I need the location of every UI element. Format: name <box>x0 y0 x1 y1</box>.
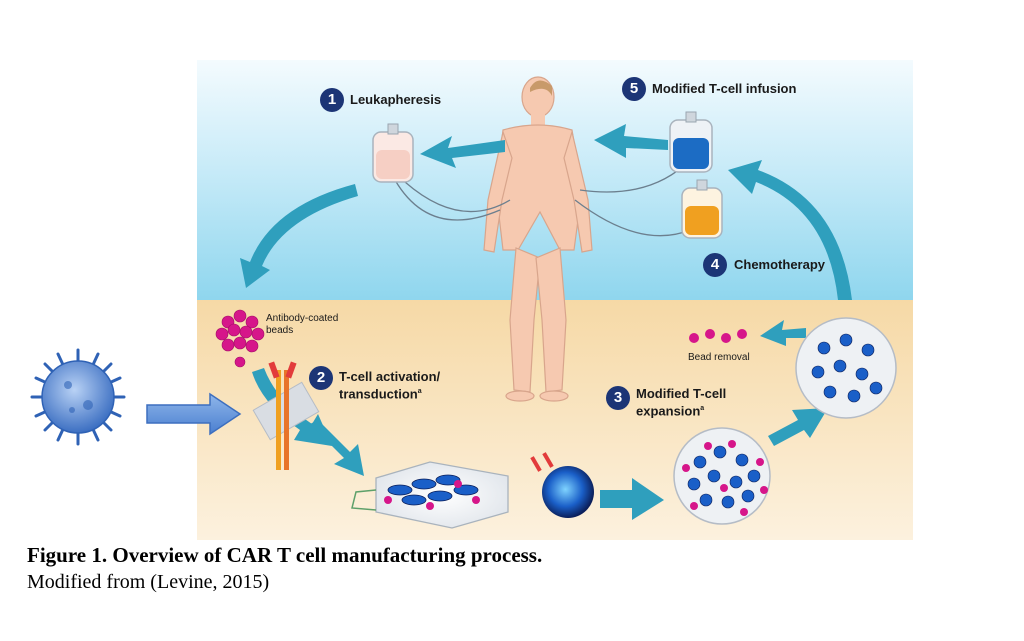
step-2-label-line1: T-cell activation/ <box>339 369 441 384</box>
leukapheresis-bag <box>372 123 414 183</box>
patient-figure <box>483 76 593 402</box>
step-1-badge: 1 <box>320 88 344 112</box>
figure-caption-source: Modified from (Levine, 2015) <box>27 571 270 593</box>
process-arrows <box>240 124 852 520</box>
removed-beads <box>689 329 747 343</box>
chemotherapy-bag <box>681 179 723 239</box>
antibody-beads-label: Antibody-coated beads <box>266 313 338 337</box>
antibody-beads-label-line1: Antibody-coated <box>266 313 339 324</box>
step-3-label-mark: a <box>700 405 705 412</box>
step-2-label: T-cell activation/ transductiona <box>339 369 440 401</box>
step-5-label: Modified T-cell infusion <box>652 81 797 96</box>
antibody-beads-label-line2: beads <box>266 325 294 336</box>
expansion-culture <box>673 427 771 525</box>
step-2-label-line2: transduction <box>339 386 418 402</box>
virus-input-arrow <box>146 392 242 436</box>
bead-removal-label: Bead removal <box>688 352 750 363</box>
activated-t-cell <box>530 452 594 518</box>
car-receptor <box>252 361 320 470</box>
step-3-badge: 3 <box>606 386 630 410</box>
antibody-beads <box>215 309 265 368</box>
bead-removal-culture <box>795 317 897 419</box>
infusion-bag <box>669 111 713 173</box>
step-4-label: Chemotherapy <box>734 257 826 272</box>
step-2-label-mark: a <box>417 388 422 395</box>
virus-image <box>27 343 130 450</box>
step-1-label: Leukapheresis <box>350 92 442 107</box>
figure-caption-title: Figure 1. Overview of CAR T cell manufac… <box>27 543 543 567</box>
step-4-badge: 4 <box>703 253 727 277</box>
step-3-label: Modified T-cell expansiona <box>636 386 726 418</box>
step-2-badge: 2 <box>309 366 333 390</box>
culture-flask <box>351 461 509 529</box>
step-5-badge: 5 <box>622 77 646 101</box>
step-3-label-line2: expansion <box>636 403 701 419</box>
step-3-label-line1: Modified T-cell <box>636 386 727 401</box>
